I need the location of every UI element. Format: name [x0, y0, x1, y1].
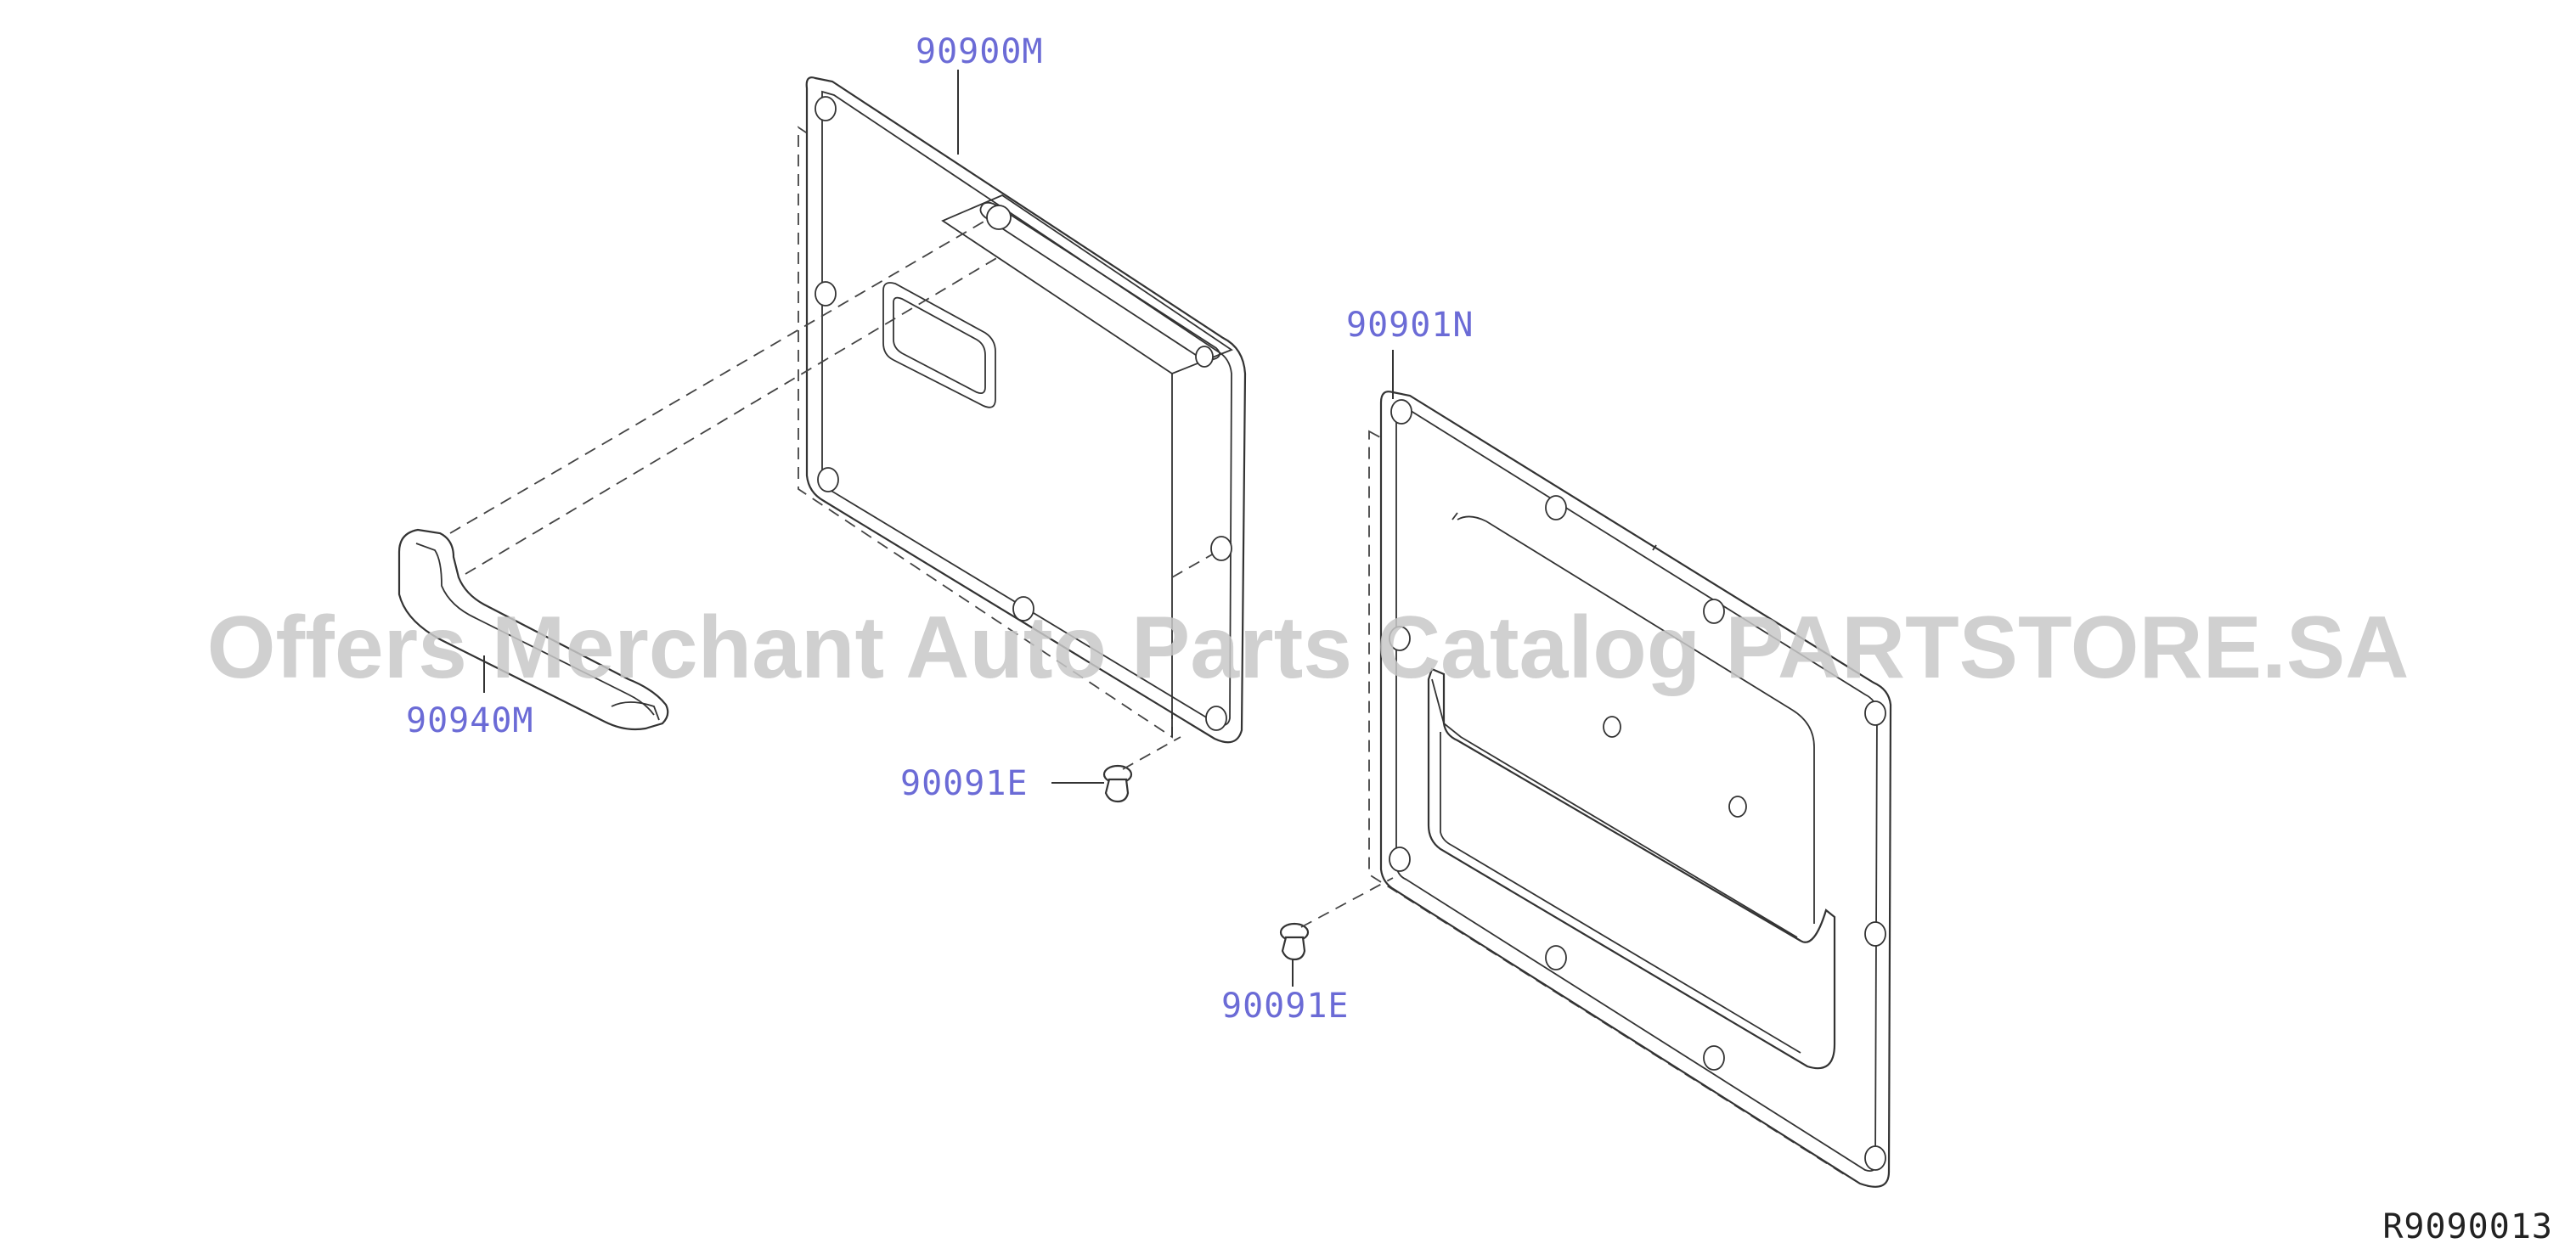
upper-clip-drawing	[1051, 736, 1181, 803]
upper-panel-hole-3	[817, 467, 839, 492]
lower-panel-pocket-top	[1457, 515, 1815, 924]
lower-panel-hole-1	[1390, 399, 1412, 425]
lower-panel-tick-2	[1652, 544, 1657, 551]
lower-panel-drawing	[1368, 391, 1892, 1188]
lower-panel-tick-1	[1451, 512, 1458, 520]
lower-clip-drawing	[1279, 877, 1394, 987]
upper-panel-hole-4	[1012, 596, 1034, 622]
upper-panel-drawing	[798, 76, 1247, 744]
lower-panel-hole-6	[1389, 847, 1411, 872]
lower-panel-hole-10	[1864, 921, 1886, 947]
watermark-text: Offers Merchant Auto Parts Catalog PARTS…	[207, 599, 2410, 697]
lower-panel-hole-11	[1603, 716, 1621, 738]
lower-clip-stem	[1281, 936, 1306, 961]
lower-panel-hole-7	[1545, 945, 1567, 970]
label-90900m[interactable]: 90900M	[916, 32, 1044, 71]
upper-clip-stem	[1104, 778, 1130, 803]
lower-panel-hole-2	[1545, 495, 1567, 520]
label-90940m[interactable]: 90940M	[406, 701, 534, 740]
handle-assembly-line-2	[465, 254, 1003, 575]
handle-body	[397, 528, 669, 731]
handle-assembly-line	[449, 220, 986, 534]
lower-panel-phantom	[1368, 430, 1849, 1178]
upper-clip-assembly-line	[1122, 736, 1181, 770]
upper-panel-hole-7	[1195, 346, 1214, 368]
upper-panel-top-slot	[979, 201, 1220, 363]
upper-panel-hole-1	[815, 96, 837, 121]
lower-panel-hole-5	[1389, 626, 1411, 651]
handle-end-cap	[611, 701, 660, 721]
lower-panel-pocket-floor	[1440, 732, 1801, 1054]
lower-panel-hole-8	[1703, 1045, 1725, 1071]
upper-panel-box-hidden	[1171, 543, 1232, 578]
label-90091e-lower[interactable]: 90091E	[1221, 987, 1350, 1026]
lower-panel-hole-12	[1728, 796, 1747, 818]
diagram-id: R9090013	[2382, 1207, 2553, 1246]
upper-panel-hole-2	[815, 281, 837, 307]
label-90091e-upper[interactable]: 90091E	[900, 764, 1029, 803]
lower-panel-pocket-lip	[1431, 678, 1798, 938]
upper-panel-hole-6	[1210, 536, 1232, 561]
lower-panel-hole-9	[1864, 1145, 1886, 1171]
upper-panel-slot-inner	[893, 296, 986, 395]
label-90901n[interactable]: 90901N	[1346, 306, 1474, 345]
lower-clip-assembly-line	[1300, 877, 1394, 928]
upper-panel-slot	[882, 282, 996, 408]
upper-panel-plate	[805, 76, 1247, 744]
lower-panel-hole-3	[1703, 599, 1725, 624]
lower-panel-pocket	[1427, 667, 1836, 1070]
upper-panel-hole-5	[1205, 706, 1227, 731]
handle-drawing	[397, 528, 669, 731]
upper-panel-hole-8	[986, 205, 1012, 230]
lower-panel-hole-4	[1864, 700, 1886, 726]
